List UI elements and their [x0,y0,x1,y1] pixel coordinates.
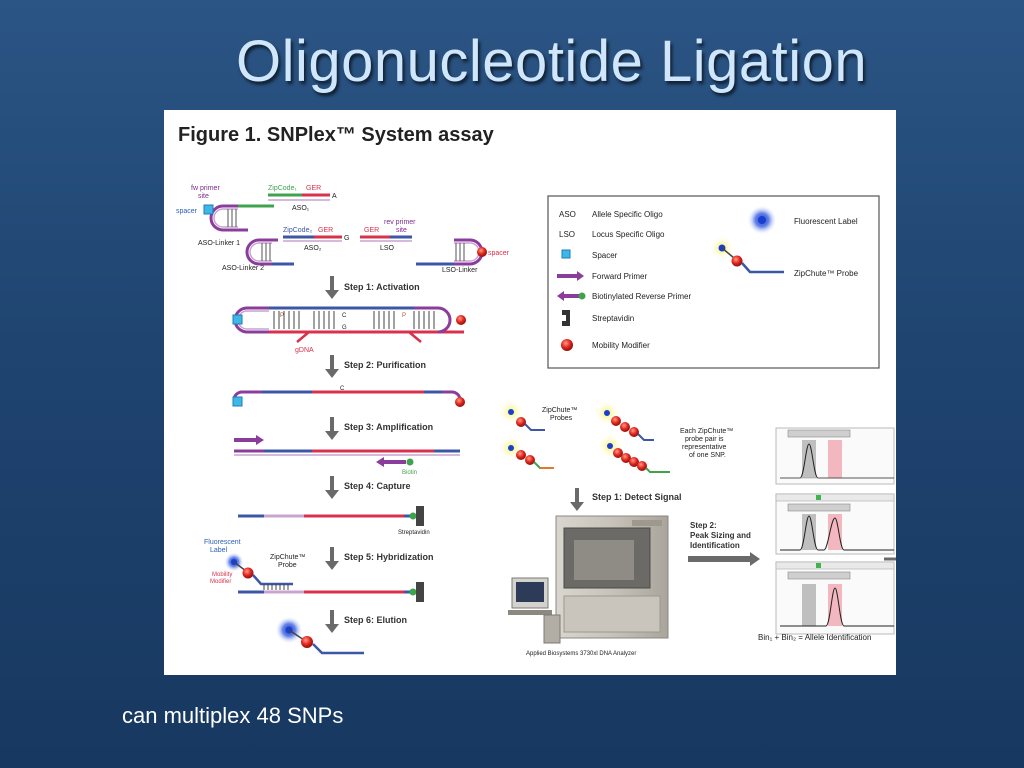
aso2-label: ASO₂ [304,245,322,252]
step6-label: Step 6: Elution [344,615,407,625]
legend-zipchute-probe-text: ZipChute™ Probe [794,269,859,278]
bin-formula-label: Bin₁ + Bin₂ = Allele Identification [758,633,871,642]
step4-arrow [325,476,339,499]
aso-linker-2-hairpin [245,238,272,266]
electropherogram-1 [775,427,895,485]
mobility-dot-lso-linker [477,247,487,257]
legend-streptavidin-text: Streptavidin [592,314,634,323]
step2-label: Step 2: Purification [344,360,426,370]
zipcode2-label: ZipCode₂ [283,227,312,234]
capture-product: Streptavidin [238,506,430,536]
step4-label: Step 4: Capture [344,481,411,491]
legend-biotinylated-primer-text: Biotinylated Reverse Primer [592,292,691,301]
legend-aso-key: ASO [559,210,576,219]
legend-zipchute-probe-symbol [709,235,784,274]
svg-text:C: C [342,313,347,319]
gdna-strand [296,330,422,343]
svg-text:C: C [340,386,345,392]
legend-fluorescent-label-text: Fluorescent Label [794,217,858,226]
aso-linker-2-label: ASO-Linker 2 [222,265,264,272]
step1-arrow [325,276,339,299]
lso-linker-label: LSO-Linker [442,267,478,274]
biotin-label: Biotin [402,470,417,476]
forward-primer-arrow [234,435,264,445]
detect-signal-arrow [570,488,584,511]
aso-linker-1-label: ASO-Linker 1 [198,240,240,247]
ger2-label: GER [318,227,333,234]
gdna-label: gDNA [295,347,314,354]
zipcode1-label: ZipCode₁ [268,185,297,192]
zipchute-probes-cluster [498,399,670,473]
step5-arrow [325,547,339,570]
step6-arrow [325,610,339,633]
electropherogram-3 [775,561,895,635]
svg-text:P: P [402,313,406,319]
spacer-square-left [203,204,214,215]
elution-product [275,616,364,655]
step3-label: Step 3: Amplification [344,422,433,432]
streptavidin-block [416,506,424,526]
g-base-label: G [344,235,349,242]
step5-label: Step 5: Hybridization [344,552,434,562]
legend-forward-primer-text: Forward Primer [592,272,647,281]
legend-mobility-modifier-text: Mobility Modifier [592,341,650,350]
legend-forward-primer-symbol [557,271,584,281]
step1-label: Step 1: Activation [344,282,420,292]
biotinylated-primer-arrow [376,457,406,467]
legend-mobility-modifier-symbol [561,339,573,351]
step3-arrow [325,417,339,440]
legend-lso-key: LSO [559,230,575,239]
detect-signal-label: Step 1: Detect Signal [592,492,682,502]
legend-spacer-text: Spacer [592,251,618,260]
aso-linker-1-hairpin [209,204,238,232]
legend-lso-text: Locus Specific Oligo [592,230,665,239]
slide-caption: can multiplex 48 SNPs [122,703,344,728]
ger1-label: GER [306,185,321,192]
steps-column: Step 1: Activation Step 2: Purification … [204,276,466,655]
purification-product: C [232,386,465,407]
spacer-right-label: spacer [488,250,510,257]
snplex-figure: Figure 1. SNPlex™ System assay fw primer… [164,110,896,675]
legend-biotinylated-primer-symbol [557,291,580,301]
legend-box: ASO Allele Specific Oligo LSO Locus Spec… [547,195,880,369]
figure-title: Figure 1. SNPlex™ System assay [178,124,495,146]
svg-text:G: G [342,325,347,331]
legend-streptavidin-symbol [562,310,570,326]
dna-analyzer-illustration [508,515,669,644]
ger3-label: GER [364,227,379,234]
svg-text:P: P [280,313,284,319]
activation-complex: gDNA P P C G [232,306,466,354]
lso-label: LSO [380,245,395,252]
legend-aso-text: Allele Specific Oligo [592,210,663,219]
legend-spacer-symbol [561,249,571,259]
instrument-label: Applied Biosystems 3730xl DNA Analyzer [526,651,636,657]
spacer-left-label: spacer [176,208,198,215]
step2-arrow [325,355,339,378]
peak-sizing-arrow [688,552,760,566]
slide-title: Oligonucleotide Ligation [236,29,868,94]
amplification-product: Biotin [234,435,460,476]
aso1-label: ASO₁ [292,205,310,212]
electropherogram-2 [775,493,895,555]
streptavidin-label: Streptavidin [398,530,430,536]
a-base-label: A [332,193,337,200]
